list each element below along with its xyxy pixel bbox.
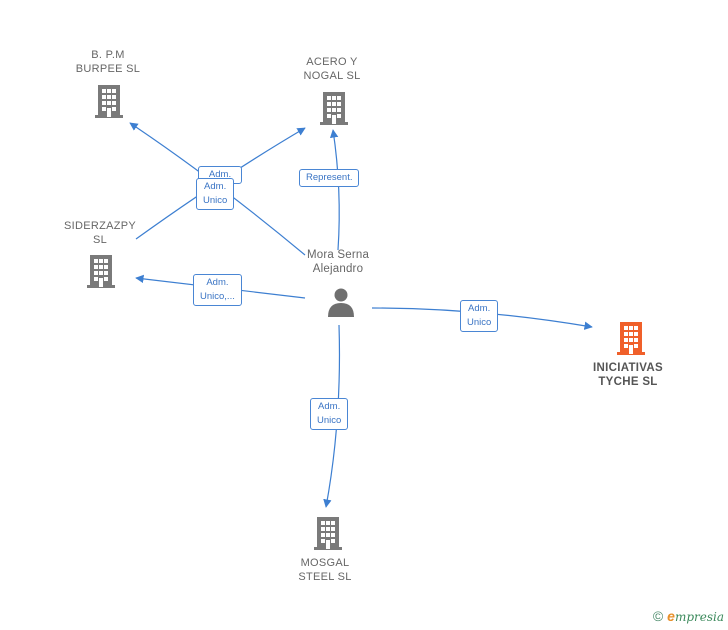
node-label-iniciativas-tyche[interactable]: INICIATIVAS TYCHE SL [593, 362, 663, 388]
brand-initial: e [667, 608, 675, 624]
edge-label-acero-represent[interactable]: Represent. [299, 169, 360, 187]
building-icon[interactable] [86, 253, 116, 289]
building-icon[interactable] [313, 515, 343, 551]
node-label-mosgal-steel[interactable]: MOSGAL STEEL SL [298, 557, 352, 583]
person-icon[interactable] [326, 287, 356, 317]
edge-label-iniciativas[interactable]: Adm. Unico [460, 300, 499, 332]
building-icon[interactable] [94, 83, 124, 119]
brand-name: mpresia [674, 610, 724, 624]
footer-brand[interactable]: © empresia [653, 608, 724, 624]
edge-label-mosgal[interactable]: Adm. Unico [310, 398, 349, 430]
edge-label-siderzazpy[interactable]: Adm. Unico,... [193, 274, 242, 306]
node-label-acero-y-nogal[interactable]: ACERO Y NOGAL SL [303, 56, 361, 82]
building-icon[interactable] [319, 90, 349, 126]
node-label-bpm-burpee[interactable]: B. P.M BURPEE SL [75, 49, 141, 75]
node-label-siderzazpy[interactable]: SIDERZAZPY SL [63, 220, 137, 246]
building-icon[interactable] [616, 320, 646, 356]
edge-label-acero-adm[interactable]: Adm. Unico [196, 178, 235, 210]
brand-logo: empresia [667, 608, 724, 624]
copyright-symbol: © [652, 608, 664, 624]
node-label-mora-serna-alejandro[interactable]: Mora Serna Alejandro [306, 249, 370, 275]
edge-person-acero [329, 129, 340, 251]
